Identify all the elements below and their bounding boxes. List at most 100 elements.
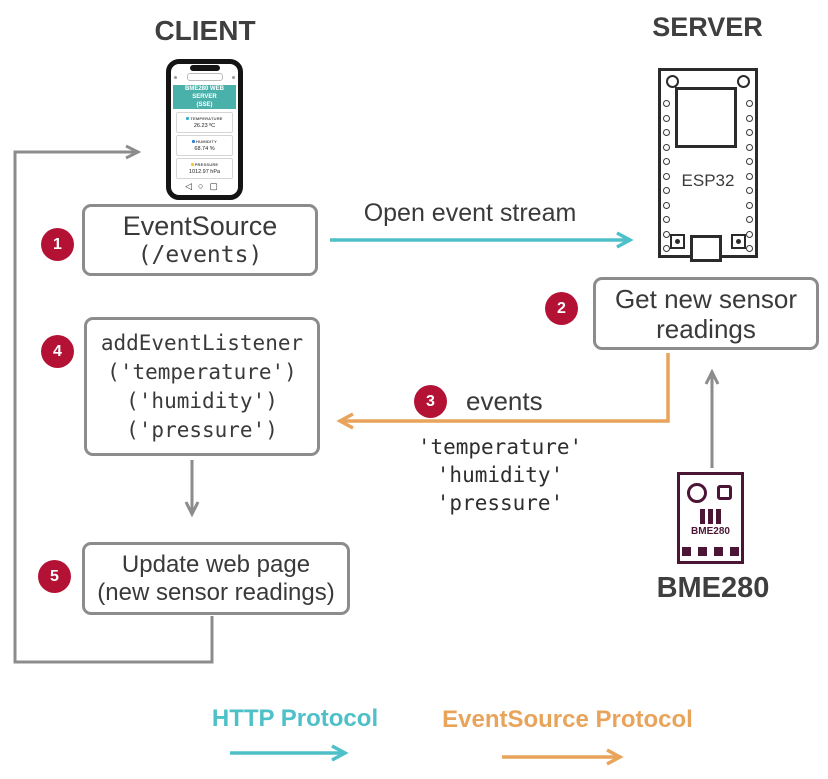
phone-speaker-notch [189,65,220,71]
pin-dot-icon [746,158,753,165]
pressure-card: PRESSURE 1012.97 hPa [176,158,233,179]
listener-line3: ('humidity') [126,388,278,413]
temperature-label-row: TEMPERATURE [177,116,232,121]
eventsource-box: EventSource (/events) [82,204,318,276]
pin-dot-icon [663,216,670,223]
pin-dot-icon [746,114,753,122]
usb-connector [690,235,722,262]
sensor-opening-icon [687,483,707,503]
esp32-module-chip [675,87,737,148]
back-icon: ◁ [185,181,198,191]
pin-dot-icon [746,100,753,107]
pin-dot-icon [663,100,670,107]
pin-dot-icon [663,172,670,180]
event-names-list: 'temperature' 'humidity' 'pressure' [390,433,610,517]
pin-dot-icon [746,187,753,194]
sensor-solder-pads [680,547,741,556]
client-phone: BME280 WEB SERVER (SSE) TEMPERATURE 26.2… [166,59,243,200]
get-readings-line1: Get new sensor [614,283,798,314]
pin-dot-icon [746,129,753,136]
pressure-value: 1012.97 hPa [188,169,221,175]
temperature-card: TEMPERATURE 26.23 ºC [176,112,233,133]
pin-dot-icon [746,201,753,209]
recents-icon: ▢ [209,181,224,191]
pin-dot-icon [746,172,753,180]
step-badge-3: 3 [414,385,447,418]
thermometer-icon [186,117,190,120]
open-event-stream-label: Open event stream [363,199,577,227]
pin-header-right [746,100,753,252]
step-badge-5: 5 [38,560,71,593]
address-bar-pill [186,73,223,81]
client-title: CLIENT [154,15,256,46]
temperature-value: 26.23 ºC [193,123,216,129]
reset-button [731,234,746,249]
pin-dot-icon [663,143,670,151]
events-arrow-label: events [466,386,543,416]
humidity-label-row: HUMIDITY [177,139,232,144]
bme280-caption: BME280 [656,572,770,604]
step-badge-4: 4 [41,335,74,368]
listener-line1: addEventListener [100,330,304,355]
loop-back-arrow [13,144,214,664]
pin-dot-icon [663,245,670,252]
pin-dot-icon [746,230,753,238]
humidity-value: 68.74 % [194,146,215,152]
eventsource-box-line1: EventSource [122,211,278,241]
boot-button [670,234,685,249]
server-title: SERVER [652,12,763,42]
eventsource-box-line2: (/events) [137,242,263,268]
pin-dot-icon [746,216,753,223]
get-readings-box: Get new sensor readings [593,277,819,350]
pin-dot-icon [663,187,670,194]
sensor-die-icon [717,485,732,500]
webpage-header: BME280 WEB SERVER (SSE) [173,85,236,109]
button-dot-icon [736,239,741,244]
step-badge-1: 1 [41,228,74,261]
add-event-listener-box: addEventListener ('temperature') ('humid… [84,317,320,456]
menu-dots-icon [232,75,235,79]
listener-line4: ('pressure') [126,417,278,442]
pin-dot-icon [663,129,670,136]
droplet-icon [192,140,196,143]
get-readings-line2: readings [656,313,756,344]
temperature-label: TEMPERATURE [190,116,223,121]
pin-header-left [663,100,670,252]
bme280-chip-text: BME280 [691,526,730,537]
listener-line2: ('temperature') [107,359,297,384]
event-name-temperature: 'temperature' [417,435,583,459]
humidity-label: HUMIDITY [196,139,217,144]
phone-status-bar [174,73,235,81]
webpage-title-line2: (SSE) [196,102,213,108]
webpage-title-line1: BME280 WEB SERVER [184,86,224,100]
android-nav-bar: ◁○▢ [171,181,238,192]
bme280-sensor: BME280 [677,472,744,564]
pressure-label-row: PRESSURE [177,162,232,167]
event-name-pressure: 'pressure' [436,491,564,515]
pin-dot-icon [663,114,670,122]
pin-dot-icon [663,230,670,238]
update-web-page-box: Update web page (new sensor readings) [82,542,350,615]
step-badge-2: 2 [545,292,578,325]
pin-dot-icon [663,201,670,209]
button-dot-icon [675,239,680,244]
status-dot-icon [174,75,177,79]
pin-dot-icon [746,245,753,252]
legend-eventsource-protocol: EventSource Protocol [442,706,693,733]
legend-http-protocol: HTTP Protocol [211,705,379,732]
events-arrow [336,353,670,430]
humidity-card: HUMIDITY 68.74 % [176,135,233,156]
esp32-board: ESP32 [658,68,758,262]
home-icon: ○ [197,181,210,191]
gauge-icon [190,163,194,166]
pin-dot-icon [746,143,753,151]
mounting-hole-icon [666,75,679,88]
esp32-label: ESP32 [681,171,735,190]
mounting-hole-icon [737,75,750,88]
pin-dot-icon [663,158,670,165]
pressure-label: PRESSURE [194,162,219,167]
update-line2: (new sensor readings) [97,578,335,606]
update-line1: Update web page [121,550,311,578]
